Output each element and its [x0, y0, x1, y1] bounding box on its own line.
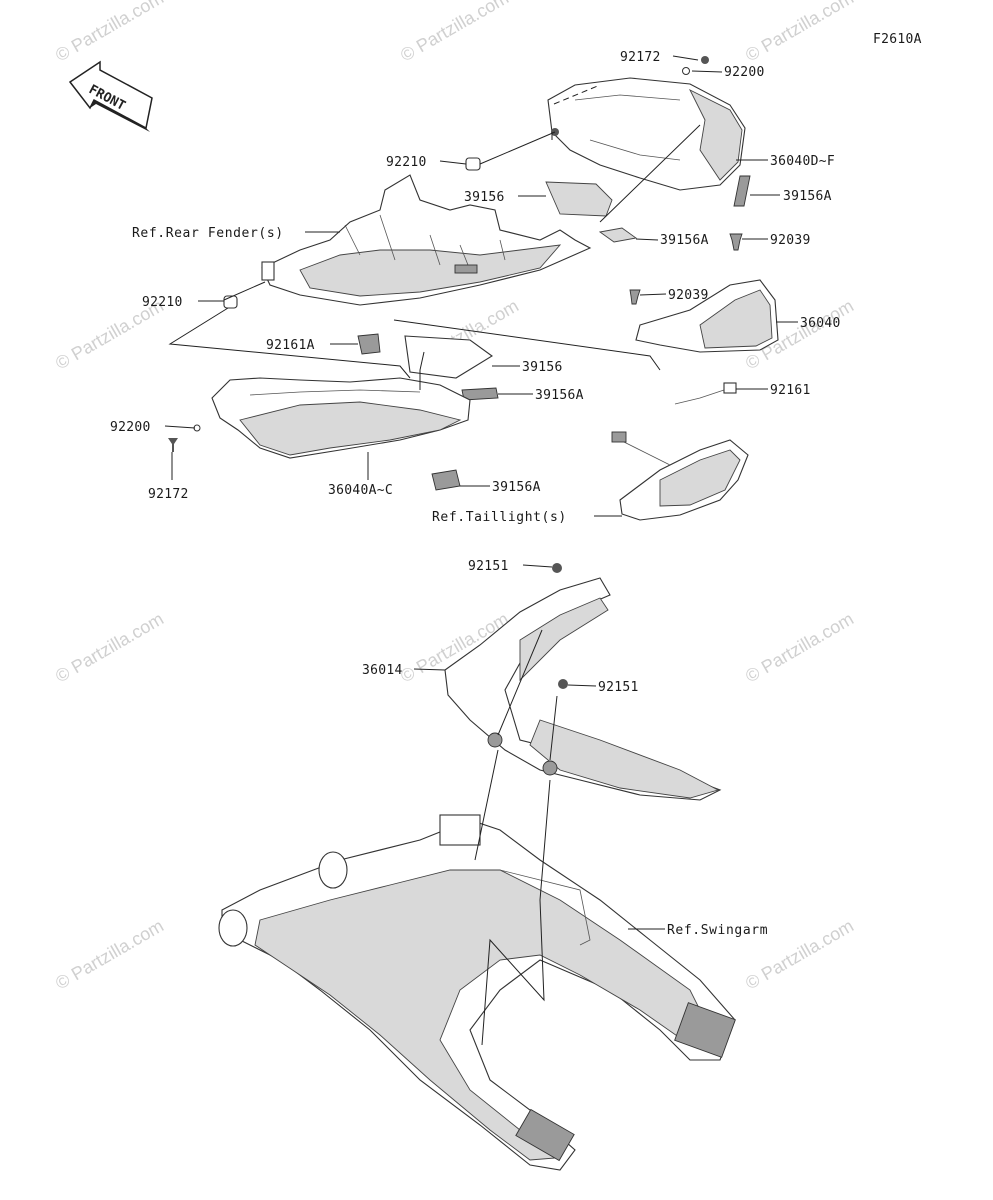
label-39156-top: 39156 — [464, 190, 505, 205]
label-92151-top: 92151 — [468, 559, 509, 574]
label-92210-top: 92210 — [386, 155, 427, 170]
pad-39156a-bottom — [431, 469, 461, 491]
label-92161a: 92161A — [266, 338, 315, 353]
leader-lines — [164, 55, 798, 1046]
label-36040a-c: 36040A~C — [328, 483, 393, 498]
clip-icon — [729, 233, 743, 251]
label-39156-mid: 39156 — [522, 360, 563, 375]
label-36014: 36014 — [362, 663, 403, 678]
label-92039-right: 92039 — [770, 233, 811, 248]
pad-39156-mid — [404, 335, 493, 379]
watermark: © Partzilla.com — [52, 915, 167, 993]
part-labels: 92172 92200 36040D~F 92210 39156 39156A … — [110, 50, 841, 938]
collar-icon — [465, 157, 481, 171]
bolt-icon — [552, 563, 562, 573]
label-39156a-right-1: 39156A — [783, 189, 832, 204]
label-39156a-bottom: 39156A — [492, 480, 541, 495]
label-92210-left: 92210 — [142, 295, 183, 310]
watermark: © Partzilla.com — [52, 0, 167, 65]
swingarm-drawing — [218, 814, 736, 1171]
side-cover-36040ac-drawing — [211, 377, 471, 459]
pad-92161a — [357, 333, 381, 355]
washer-icon — [682, 67, 690, 75]
watermark: © Partzilla.com — [742, 0, 857, 65]
ref-swingarm: Ref.Swingarm — [667, 923, 768, 938]
label-92161: 92161 — [770, 383, 811, 398]
label-36040d-f: 36040D~F — [770, 154, 835, 169]
front-arrow-icon: FRONT — [68, 60, 153, 132]
label-92200-left: 92200 — [110, 420, 151, 435]
strap-92161 — [723, 382, 737, 394]
watermark: © Partzilla.com — [52, 608, 167, 686]
screw-icon — [701, 56, 709, 64]
pad-39156-top — [545, 181, 613, 217]
watermark: © Partzilla.com — [742, 608, 857, 686]
watermark: © Partzilla.com — [397, 0, 512, 65]
label-92172-left: 92172 — [148, 487, 189, 502]
label-36040: 36040 — [800, 316, 841, 331]
strip-39156a-right — [733, 175, 751, 207]
label-92151-mid: 92151 — [598, 680, 639, 695]
label-39156a-mid: 39156A — [535, 388, 584, 403]
ref-rear-fender: Ref.Rear Fender(s) — [132, 226, 284, 241]
diagram-code: F2610A — [873, 32, 922, 47]
screw-icon — [168, 438, 178, 452]
bolt-icon — [558, 679, 568, 689]
pad-39156a-small — [598, 227, 638, 243]
label-92200-top: 92200 — [724, 65, 765, 80]
label-92172-top: 92172 — [620, 50, 661, 65]
clip-icon — [629, 289, 641, 305]
ref-taillight: Ref.Taillight(s) — [432, 510, 567, 525]
label-39156a-right-2: 39156A — [660, 233, 709, 248]
rear-fender-drawing — [261, 174, 592, 306]
tail-guard-36040-drawing — [635, 279, 779, 353]
tail-cover-upper-drawing — [547, 77, 746, 191]
chain-guard-36014-drawing — [444, 577, 722, 801]
taillight-drawing — [611, 431, 749, 521]
label-92039-mid: 92039 — [668, 288, 709, 303]
collar-icon — [223, 295, 238, 309]
